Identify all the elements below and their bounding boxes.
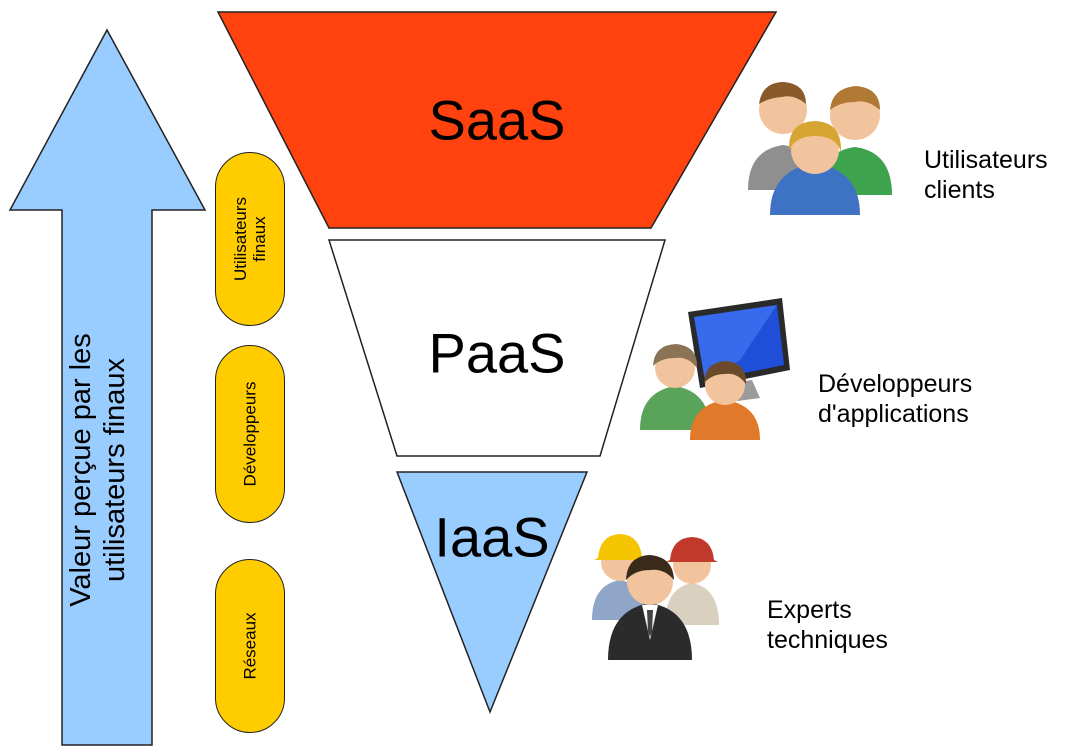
pill-networks-label: Réseaux [240,612,260,680]
technical-experts-icon [592,534,719,660]
pill-end-users-label: Utilisateurs finaux [231,196,269,282]
role-app-developers: Développeurs d'applications [818,370,973,428]
value-arrow [8,28,207,746]
pill-end-users: Utilisateurs finaux [215,152,285,326]
value-arrow-label-line2: utilisateurs finaux [99,357,131,583]
role-users-clients: Utilisateurs clients [924,146,1048,204]
iaas-layer-shape [395,471,589,715]
pill-developers-label: Développeurs [240,381,260,487]
value-arrow-label-line1: Valeur perçue par les [65,333,97,607]
iaas-label: IaaS [434,505,550,569]
paas-layer-shape [327,239,667,457]
saas-layer-shape [216,11,778,229]
paas-label: PaaS [428,321,566,385]
pill-networks: Réseaux [215,559,285,733]
pill-developers: Développeurs [215,345,285,523]
users-group-icon [748,82,892,215]
developers-computer-icon [640,298,790,440]
value-arrow-label: Valeur perçue par les utilisateurs finau… [64,240,132,700]
role-technical-experts: Experts techniques [767,596,888,654]
saas-label: SaaS [428,88,566,152]
